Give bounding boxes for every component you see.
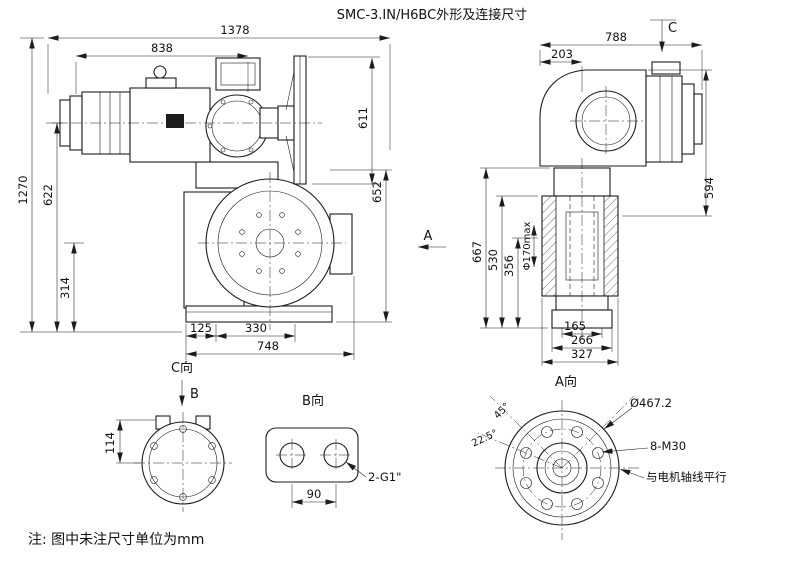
- c-view-object: [134, 412, 232, 512]
- dim-203: 203: [551, 47, 573, 61]
- dim-788: 788: [605, 30, 627, 44]
- port-label: 2-G1": [368, 470, 401, 484]
- front-view-dimensions: 1378 838 1270 622 314 611 652 125 330 74…: [16, 23, 392, 360]
- units-note: 注: 图中未注尺寸单位为mm: [28, 532, 204, 548]
- side-view: 788 203 594 667 530 356 Φ170max 165 266 …: [470, 19, 716, 390]
- a-view-bolt-holes: [520, 426, 604, 510]
- c-view: C向 B 114: [103, 360, 232, 512]
- a-view-object: [477, 395, 640, 540]
- b-view: B向 2-G1" 90: [265, 393, 401, 508]
- angle-22-5-label: 22.5°: [470, 428, 499, 449]
- section-arrow-c: C: [650, 19, 677, 52]
- dim-622: 622: [41, 184, 55, 206]
- dim-bore: Φ170max: [522, 222, 533, 271]
- dim-356: 356: [502, 255, 516, 277]
- lever-knob: [153, 65, 167, 79]
- b-view-dimensions: 2-G1" 90: [291, 461, 401, 508]
- dim-1378: 1378: [220, 23, 249, 37]
- dim-748: 748: [257, 339, 279, 353]
- dim-327: 327: [571, 347, 593, 361]
- c-view-dimensions: 114: [103, 419, 156, 464]
- parallel-note: 与电机轴线平行: [646, 470, 727, 484]
- dim-266: 266: [571, 333, 593, 347]
- bolt-leader: [601, 447, 649, 454]
- side-view-object: [539, 61, 703, 342]
- section-arrow-a: A: [418, 229, 446, 250]
- c-view-bolt-holes: [150, 425, 216, 501]
- front-view: 1378 838 1270 622 314 611 652 125 330 74…: [16, 23, 446, 360]
- front-view-object: [52, 55, 353, 330]
- dim-667: 667: [470, 241, 484, 263]
- view-label-a: A向: [555, 374, 577, 390]
- dim-330: 330: [245, 321, 267, 335]
- dim-594: 594: [702, 177, 716, 199]
- port-leader: [345, 461, 367, 478]
- dim-611: 611: [356, 107, 370, 129]
- a-view: Ø467.2 8-M30 与电机轴线平行 45° 22.5°: [470, 395, 727, 540]
- b-view-object: [265, 427, 359, 483]
- dim-114: 114: [103, 432, 117, 454]
- section-arrow-b: B: [179, 380, 199, 406]
- dim-652: 652: [370, 181, 384, 203]
- dim-530: 530: [486, 249, 500, 271]
- view-label-c: C向: [171, 360, 193, 376]
- dim-838: 838: [151, 41, 173, 55]
- section-b-label: B: [190, 387, 199, 402]
- bolt-label: 8-M30: [650, 439, 686, 453]
- gear-bolt-holes: [239, 212, 301, 274]
- dim-165: 165: [564, 319, 586, 333]
- dim-314: 314: [58, 277, 72, 299]
- parallel-leader: [619, 468, 645, 479]
- side-view-dimensions: 788 203 594 667 530 356 Φ170max 165 266 …: [470, 30, 716, 390]
- dim-diameter: Ø467.2: [630, 396, 672, 410]
- section-a-label: A: [424, 229, 433, 244]
- angle-45-label: 45°: [492, 401, 512, 421]
- drawing-title: SMC-3.IN/H6BC外形及连接尺寸: [337, 7, 527, 23]
- indicator-window: [166, 114, 184, 128]
- diameter-leader: [603, 407, 633, 430]
- dim-1270: 1270: [16, 175, 30, 204]
- view-label-b: B向: [302, 393, 324, 409]
- dim-125: 125: [190, 321, 212, 335]
- section-c-label: C: [668, 21, 677, 36]
- dim-90: 90: [307, 487, 322, 501]
